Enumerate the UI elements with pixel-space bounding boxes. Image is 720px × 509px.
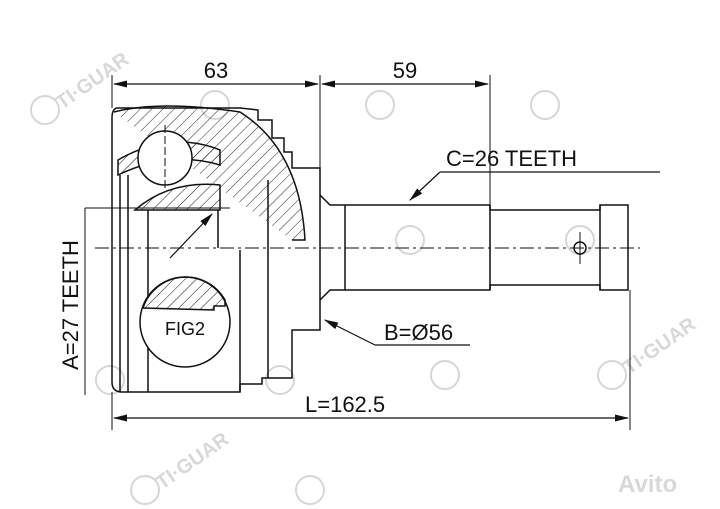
dimension-59: 59 [393,58,417,83]
svg-text:TI·GUAR: TI·GUAR [152,428,233,494]
outer-spline-teeth-label: C=26 TEETH [446,146,577,171]
total-length-label: L=162.5 [305,392,385,417]
joint-outline [84,75,640,430]
dimension-63: 63 [204,58,228,83]
svg-text:TI·GUAR: TI·GUAR [619,313,700,379]
dimension-lines [112,80,660,422]
abs-ring-label: B=Ø56 [384,320,453,345]
svg-text:TI·GUAR: TI·GUAR [52,48,133,114]
fig2-label: FIG2 [165,319,205,339]
avito-watermark: Avito [618,471,677,498]
inner-spline-teeth-label: A=27 TEETH [58,240,83,370]
